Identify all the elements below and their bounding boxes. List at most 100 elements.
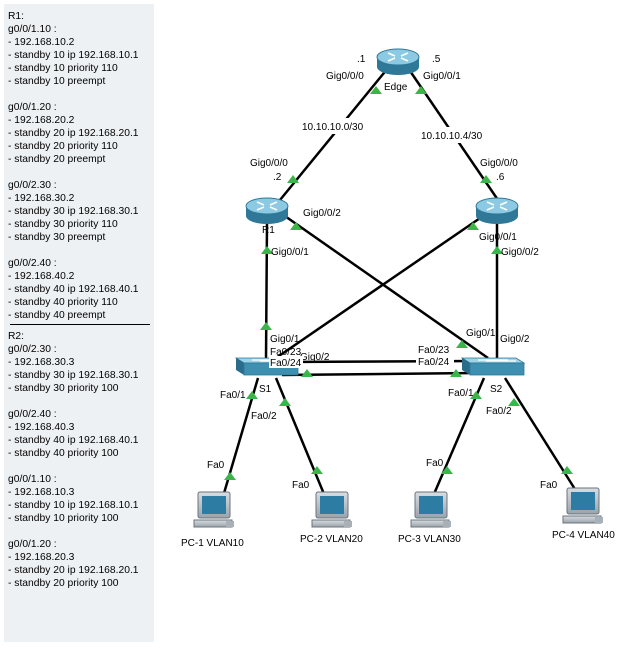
link-up-icon — [370, 86, 382, 94]
notes-line: - standby 10 priority 110 — [8, 63, 118, 74]
notes-line: g0/0/1.10 : — [8, 24, 57, 35]
notes-line: - standby 10 ip 192.168.10.1 — [8, 500, 139, 511]
subnet-left-label: 10.10.10.0/30 — [302, 122, 364, 133]
notes-line: - 192.168.40.3 — [8, 422, 75, 433]
notes-line: - 192.168.30.3 — [8, 357, 75, 368]
labels: 10.10.10.0/30 10.10.10.4/30 .1 .5 Gig0/0… — [181, 54, 615, 549]
link-up-icon — [508, 398, 520, 406]
switch-s2[interactable] — [460, 357, 526, 376]
notes-line: - 192.168.20.2 — [8, 115, 75, 126]
pc4-label: PC-4 VLAN40 — [552, 530, 615, 541]
edge-left-octet: .1 — [357, 54, 366, 65]
link-s2-pc4 — [503, 377, 580, 495]
notes-line: - standby 20 priority 110 — [8, 141, 118, 152]
notes-line: - standby 30 priority 110 — [8, 219, 118, 230]
link-up-icon — [279, 398, 291, 406]
r2-octet: .6 — [496, 172, 505, 183]
r2-left-port: Gig0/0/1 — [479, 232, 517, 243]
notes-line: - standby 20 ip 192.168.20.1 — [8, 128, 139, 139]
link-up-icon — [441, 466, 453, 474]
edge-right-port: Gig0/0/1 — [423, 71, 461, 82]
pc3-port: Fa0 — [426, 458, 444, 469]
r2-down-port: Gig0/0/2 — [501, 247, 539, 258]
subnet-right-label: 10.10.10.4/30 — [421, 131, 483, 142]
router-arrows-icon — [256, 201, 278, 211]
link-up-icon — [301, 369, 313, 377]
link-r1-s2 — [281, 212, 489, 360]
notes-line: - standby 20 ip 192.168.20.1 — [8, 565, 139, 576]
s1-right-port: Gig0/2 — [300, 352, 330, 363]
notes-line: g0/0/2.30 : — [8, 344, 57, 355]
link-r1-s1 — [264, 221, 269, 361]
s2-label: S2 — [490, 384, 503, 395]
router-r1[interactable] — [245, 197, 289, 224]
s2-fa24-port: Fa0/24 — [418, 357, 450, 368]
link-up-icon — [415, 86, 427, 94]
r1-up-port: Gig0/0/0 — [250, 158, 288, 169]
s1-fa2-port: Fa0/2 — [251, 411, 277, 422]
s2-fa1-port: Fa0/1 — [448, 388, 474, 399]
router-arrows-icon — [387, 52, 409, 62]
s2-fa2-port: Fa0/2 — [486, 406, 512, 417]
notes-line: - standby 30 ip 192.168.30.1 — [8, 206, 139, 217]
link-up-icon — [290, 222, 302, 230]
link-up-icon — [224, 472, 236, 480]
pc4-port: Fa0 — [540, 480, 558, 491]
router-r2[interactable] — [475, 197, 519, 224]
notes-line: - 192.168.40.2 — [8, 271, 75, 282]
notes-line: - standby 20 priority 100 — [8, 578, 119, 589]
pc-1[interactable] — [193, 491, 234, 528]
notes-line: g0/0/2.30 : — [8, 180, 57, 191]
r2-up-port: Gig0/0/0 — [480, 158, 518, 169]
notes-line: - standby 30 ip 192.168.30.1 — [8, 370, 139, 381]
r1-label: R1 — [262, 225, 275, 236]
edge-router[interactable] — [376, 48, 420, 75]
notes-line: - standby 10 preempt — [8, 76, 106, 87]
notes-separator — [10, 324, 150, 325]
notes-line: - standby 40 priority 100 — [8, 448, 119, 459]
link-r2-s1 — [275, 212, 487, 360]
notes-line: g0/0/1.20 : — [8, 539, 57, 550]
link-up-icon — [261, 246, 273, 254]
pc3-label: PC-3 VLAN30 — [398, 534, 461, 545]
notes-line: - standby 40 priority 110 — [8, 297, 118, 308]
router-arrows-icon — [486, 201, 508, 211]
notes-line: g0/0/2.40 : — [8, 409, 57, 420]
edge-router-label: Edge — [384, 82, 408, 93]
links — [220, 67, 580, 501]
notes-line: - 192.168.30.2 — [8, 193, 75, 204]
pc-3[interactable] — [410, 491, 451, 528]
notes-line: - standby 10 ip 192.168.10.1 — [8, 50, 139, 61]
notes-line: g0/0/1.10 : — [8, 474, 57, 485]
switch-arrows-icon — [478, 359, 516, 362]
link-up-icon — [456, 340, 468, 348]
pc-4[interactable] — [562, 487, 603, 524]
pc2-port: Fa0 — [292, 480, 310, 491]
link-s1-pc2 — [274, 377, 326, 495]
config-notes-panel: R1:g0/0/1.10 :- 192.168.10.2- standby 10… — [4, 4, 154, 642]
link-up-icon — [287, 175, 299, 183]
notes-line: - standby 20 preempt — [8, 154, 106, 165]
link-up-icon — [246, 391, 258, 399]
link-status-indicators — [224, 86, 573, 480]
link-up-icon — [470, 391, 482, 399]
r1-down-port: Gig0/0/1 — [271, 247, 309, 258]
notes-line: - 192.168.10.2 — [8, 37, 75, 48]
link-up-icon — [450, 369, 462, 377]
notes-line: R2: — [8, 331, 25, 342]
notes-line: - standby 30 priority 100 — [8, 383, 119, 394]
s2-up-port: Gig0/2 — [500, 334, 530, 345]
r1-octet: .2 — [273, 172, 282, 183]
pc1-port: Fa0 — [207, 460, 225, 471]
notes-line: - 192.168.10.3 — [8, 487, 75, 498]
r1-right-port: Gig0/0/2 — [303, 208, 341, 219]
link-up-icon — [311, 466, 323, 474]
notes-line: - standby 30 preempt — [8, 232, 106, 243]
edge-left-port: Gig0/0/0 — [326, 71, 364, 82]
link-s1-s2-fa24 — [281, 371, 477, 377]
notes-line: - standby 40 ip 192.168.40.1 — [8, 284, 139, 295]
link-up-icon — [480, 175, 492, 183]
link-up-icon — [561, 466, 573, 474]
link-up-icon — [491, 246, 503, 254]
pc-2[interactable] — [311, 491, 352, 528]
